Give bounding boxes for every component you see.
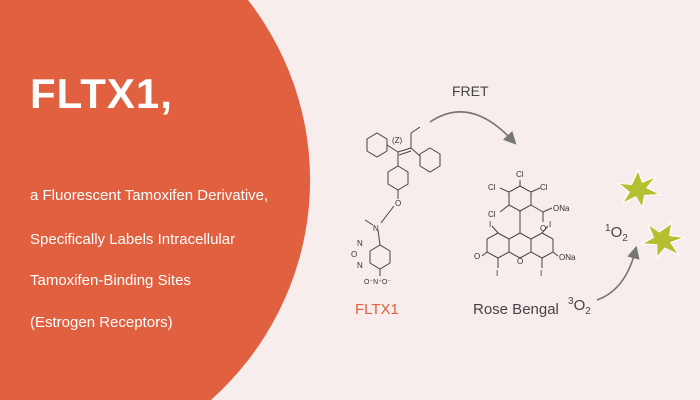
atom-label: Cl	[488, 210, 496, 219]
z-label: (Z)	[392, 136, 403, 145]
subtitle-line: Specifically Labels Intracellular	[30, 231, 236, 248]
headline: FLTX1,	[30, 70, 173, 117]
atom-label: I	[540, 269, 542, 278]
atom-label: O	[351, 250, 357, 259]
nitro-label: O⁻N⁺O⁻	[364, 279, 391, 286]
rose-bengal-structure	[481, 180, 559, 268]
atom-label: O	[517, 257, 523, 266]
singlet-oxygen-label: 1O2	[605, 223, 628, 244]
atom-label: N	[373, 224, 379, 233]
atom-label: O	[395, 199, 401, 208]
fltx1-structure	[364, 126, 441, 276]
atom-label: N	[357, 239, 363, 248]
atom-label: ONa	[553, 204, 570, 213]
atom-label: I	[496, 269, 498, 278]
triplet-oxygen-label: 3O2	[568, 296, 591, 317]
atom-label: Cl	[488, 183, 496, 192]
fltx1-label: FLTX1	[355, 301, 399, 318]
atom-label: I	[489, 220, 491, 229]
starburst-icon	[639, 220, 687, 260]
atom-label: Cl	[540, 183, 548, 192]
atom-label: N	[357, 261, 363, 270]
rose-bengal-label: Rose Bengal	[473, 301, 559, 318]
atom-label: ONa	[559, 253, 576, 262]
starburst-icon	[616, 168, 663, 210]
atom-label: O	[540, 224, 546, 233]
subtitle-line: a Fluorescent Tamoxifen Derivative,	[30, 187, 269, 204]
atom-label: Cl	[516, 170, 524, 179]
atom-label: O	[474, 252, 480, 261]
subtitle-line: Tamoxifen-Binding Sites	[30, 272, 191, 289]
atom-label: I	[549, 220, 551, 229]
fret-label: FRET	[452, 83, 489, 99]
oxygen-arrow	[596, 245, 640, 301]
fret-arrow	[429, 111, 517, 145]
subtitle-line: (Estrogen Receptors)	[30, 314, 173, 331]
